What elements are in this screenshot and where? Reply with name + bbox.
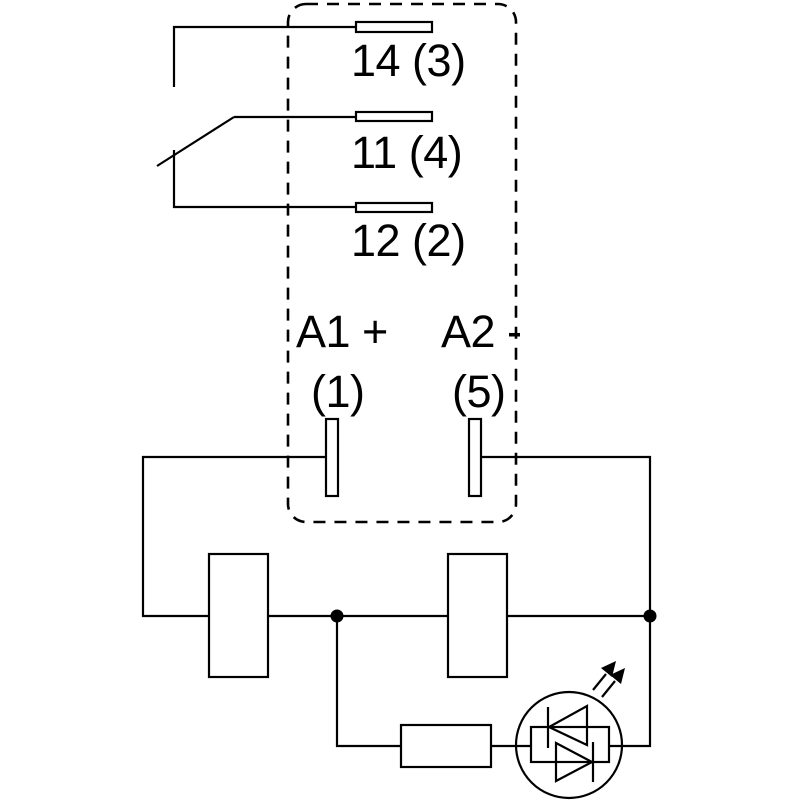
switch-arm-icon bbox=[156, 116, 235, 167]
junction-dot-right bbox=[643, 609, 657, 623]
led-circle-icon bbox=[514, 690, 624, 800]
contact-section: 14 (3) 11 (4) 12 (2) bbox=[156, 20, 466, 266]
led-package-rect bbox=[529, 725, 611, 764]
coil-a1-pin-label: (1) bbox=[311, 366, 365, 417]
light-emission-arrows-icon bbox=[592, 661, 625, 698]
contact-14-label: 14 (3) bbox=[351, 35, 466, 86]
led-diode-right-icon bbox=[554, 741, 595, 783]
coil-a1-label: A1 + bbox=[296, 306, 388, 357]
contact-11-terminal-bar bbox=[354, 110, 434, 123]
wire-led-branch bbox=[335, 616, 401, 748]
contact-12-lead bbox=[172, 150, 356, 209]
wire-a1-left-loop bbox=[141, 455, 326, 618]
led-diode-left-icon bbox=[546, 704, 589, 747]
component-block-right bbox=[446, 552, 509, 679]
contact-11-label: 11 (4) bbox=[351, 127, 462, 178]
coil-a2-label: A2 - bbox=[441, 306, 522, 357]
contact-14-lead bbox=[172, 25, 356, 87]
junction-dot-left bbox=[330, 609, 344, 623]
coil-section: A1 + (1) A2 - (5) bbox=[296, 306, 522, 498]
wire-a2-right-loop bbox=[481, 455, 652, 748]
coil-a2-terminal-bar bbox=[467, 417, 483, 498]
contact-14-terminal-bar bbox=[354, 20, 434, 34]
led-indicator bbox=[514, 661, 625, 800]
relay-outline bbox=[286, 2, 518, 524]
contact-12-label: 12 (2) bbox=[351, 215, 466, 266]
coil-a2-pin-label: (5) bbox=[452, 366, 506, 417]
resistor-icon bbox=[399, 723, 493, 769]
supply-circuit bbox=[141, 455, 657, 769]
component-block-left bbox=[207, 552, 270, 679]
contact-12-terminal-bar bbox=[354, 201, 434, 214]
coil-a1-terminal-bar bbox=[324, 417, 340, 498]
